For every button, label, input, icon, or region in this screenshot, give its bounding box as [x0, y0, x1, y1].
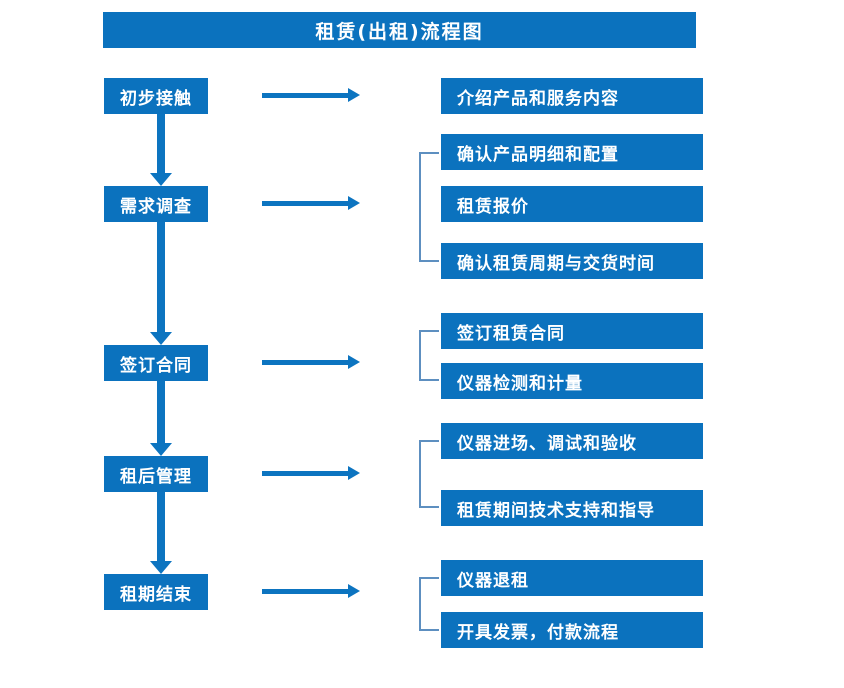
arrow-shaft — [262, 589, 350, 594]
vertical-arrow-1 — [150, 114, 172, 186]
horizontal-arrow-4 — [262, 466, 360, 480]
arrow-head-down-icon — [150, 443, 172, 456]
horizontal-arrow-1 — [262, 88, 360, 102]
arrow-head-down-icon — [150, 173, 172, 186]
horizontal-arrow-5 — [262, 584, 360, 598]
detail-box-9[interactable]: 仪器退租 — [441, 560, 703, 596]
horizontal-arrow-2 — [262, 196, 360, 210]
group-bracket-4 — [419, 440, 439, 508]
arrow-head-down-icon — [150, 332, 172, 345]
arrow-shaft — [262, 201, 350, 206]
stage-box-3[interactable]: 签订合同 — [104, 345, 208, 381]
group-bracket-5 — [419, 577, 439, 631]
detail-box-6[interactable]: 仪器检测和计量 — [441, 363, 703, 399]
detail-box-1[interactable]: 介绍产品和服务内容 — [441, 78, 703, 114]
vertical-arrow-3 — [150, 381, 172, 456]
stage-box-4[interactable]: 租后管理 — [104, 456, 208, 492]
arrow-shaft — [157, 114, 165, 173]
chart-title: 租赁(出租)流程图 — [103, 12, 696, 48]
horizontal-arrow-3 — [262, 355, 360, 369]
arrow-shaft — [262, 93, 350, 98]
arrow-head-right-icon — [348, 466, 360, 480]
vertical-arrow-4 — [150, 492, 172, 574]
stage-box-1[interactable]: 初步接触 — [104, 78, 208, 114]
detail-box-8[interactable]: 租赁期间技术支持和指导 — [441, 490, 703, 526]
detail-box-5[interactable]: 签订租赁合同 — [441, 313, 703, 349]
arrow-shaft — [157, 222, 165, 332]
arrow-shaft — [262, 471, 350, 476]
arrow-head-right-icon — [348, 88, 360, 102]
detail-box-3[interactable]: 租赁报价 — [441, 186, 703, 222]
detail-box-10[interactable]: 开具发票，付款流程 — [441, 612, 703, 648]
arrow-shaft — [157, 492, 165, 561]
arrow-head-right-icon — [348, 584, 360, 598]
detail-box-2[interactable]: 确认产品明细和配置 — [441, 134, 703, 170]
group-bracket-2 — [419, 152, 439, 262]
vertical-arrow-2 — [150, 222, 172, 345]
arrow-shaft — [157, 381, 165, 443]
arrow-head-right-icon — [348, 196, 360, 210]
arrow-head-down-icon — [150, 561, 172, 574]
detail-box-4[interactable]: 确认租赁周期与交货时间 — [441, 243, 703, 279]
arrow-head-right-icon — [348, 355, 360, 369]
arrow-shaft — [262, 360, 350, 365]
group-bracket-3 — [419, 330, 439, 381]
detail-box-7[interactable]: 仪器进场、调试和验收 — [441, 423, 703, 459]
stage-box-5[interactable]: 租期结束 — [104, 574, 208, 610]
stage-box-2[interactable]: 需求调查 — [104, 186, 208, 222]
